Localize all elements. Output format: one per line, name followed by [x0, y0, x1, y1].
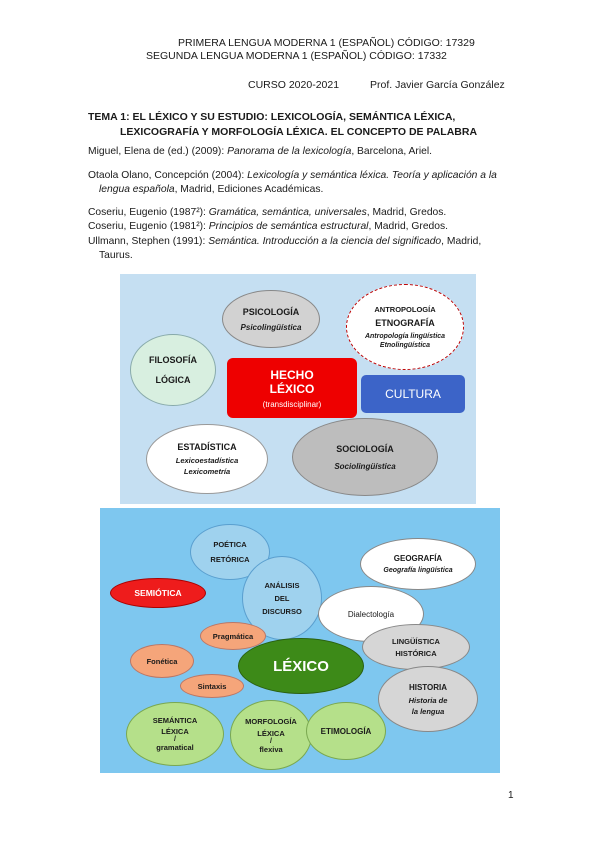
node-geografia: GEOGRAFÍA Geografía lingüística	[360, 538, 476, 590]
node-hecho-line-3: (transdisciplinar)	[262, 399, 322, 409]
node-psicologia-title: PSICOLOGÍA	[242, 306, 300, 317]
node-morfologia: MORFOLOGÍA LÉXICA / flexiva	[230, 700, 312, 770]
node-semantica-line-4: gramatical	[156, 743, 194, 752]
node-semiotica-label: SEMIÓTICA	[134, 588, 182, 598]
node-geografia-title: GEOGRAFÍA	[393, 554, 443, 563]
node-lexicoestadistica-sub: Lexicoestadística	[175, 456, 239, 465]
node-dialectologia-label: Dialectología	[347, 609, 395, 619]
node-lexico-label: LÉXICO	[273, 657, 329, 675]
node-cultura-label: CULTURA	[385, 387, 441, 401]
node-semantica-line-2: LÉXICA	[161, 727, 189, 736]
topic-title-line-1: TEMA 1: EL LÉXICO Y SU ESTUDIO: LEXICOLO…	[88, 111, 456, 123]
node-morfologia-line-4: flexiva	[259, 744, 283, 754]
reference-item: Ullmann, Stephen (1991): Semántica. Intr…	[88, 235, 482, 262]
node-filosofia-title: FILOSOFÍA	[149, 355, 197, 365]
node-etnolinguistica-sub: Etnolingüística	[379, 342, 431, 349]
node-cultura: CULTURA	[361, 375, 465, 413]
node-historia-sub-1: Historia de	[408, 695, 448, 705]
node-morfologia-line-1: MORFOLOGÍA	[245, 716, 297, 726]
node-linguistica-line-2: HISTÓRICA	[395, 648, 437, 658]
node-analisis-line-2: DEL	[274, 593, 290, 603]
reference-item: Coseriu, Eugenio (1981²): Principios de …	[88, 221, 449, 232]
node-sociologia: SOCIOLOGÍA Sociolingüística	[292, 418, 438, 496]
node-morfologia-line-3: /	[270, 737, 272, 745]
node-lexicometria-sub: Lexicometría	[183, 467, 231, 476]
node-poetica: POÉTICA	[213, 540, 247, 549]
topic-title: TEMA 1: EL LÉXICO Y SU ESTUDIO: LEXICOLO…	[88, 110, 509, 140]
node-etimologia-label: ETIMOLOGÍA	[320, 726, 372, 736]
node-semantica: SEMÁNTICA LÉXICA / gramatical	[126, 702, 224, 766]
node-morfologia-line-2: LÉXICA	[257, 728, 285, 738]
bibliography: Miguel, Elena de (ed.) (2009): Panorama …	[88, 145, 512, 264]
reference-item: Otaola Olano, Concepción (2004): Lexicol…	[88, 169, 497, 196]
node-hecho-line-1: HECHO	[270, 367, 314, 382]
node-hecho-lexico: HECHO LÉXICO (transdisciplinar)	[227, 358, 357, 418]
node-estadistica-title: ESTADÍSTICA	[177, 442, 237, 452]
diagram-hecho-lexico: PSICOLOGÍA Psicolingüística ANTROPOLOGÍA…	[120, 274, 476, 504]
node-sociolinguistica-sub: Sociolingüística	[334, 461, 396, 471]
page-number: 1	[508, 790, 514, 801]
node-semantica-line-3: /	[174, 736, 176, 743]
node-pragmatica-label: Pragmática	[212, 631, 254, 641]
node-sociologia-title: SOCIOLOGÍA	[336, 443, 394, 454]
reference-item: Miguel, Elena de (ed.) (2009): Panorama …	[88, 146, 433, 157]
node-lexico: LÉXICO	[238, 638, 364, 694]
node-psicologia: PSICOLOGÍA Psicolingüística	[222, 290, 320, 348]
node-historia-sub-2: la lengua	[411, 706, 445, 716]
header-line-2: SEGUNDA LENGUA MODERNA 1 (ESPAÑOL) CÓDIG…	[146, 50, 447, 62]
node-pragmatica: Pragmática	[200, 622, 266, 650]
node-etimologia: ETIMOLOGÍA	[306, 702, 386, 760]
professor-name: Prof. Javier García González	[370, 79, 505, 91]
node-fonetica-label: Fonética	[146, 656, 178, 666]
node-historia: HISTORIA Historia de la lengua	[378, 666, 478, 732]
node-filosofia: FILOSOFÍA LÓGICA	[130, 334, 216, 406]
node-linguistica-line-1: LINGÜÍSTICA	[392, 636, 440, 646]
node-fonetica: Fonética	[130, 644, 194, 678]
node-poetica-retorica: POÉTICA RETÓRICA	[190, 524, 270, 580]
node-historia-title: HISTORIA	[408, 682, 448, 692]
node-antropologia-sub: Antropología lingüística	[364, 333, 446, 340]
node-analisis-line-1: ANÁLISIS	[264, 580, 300, 590]
node-semiotica: SEMIÓTICA	[110, 578, 206, 608]
node-estadistica: ESTADÍSTICA Lexicoestadística Lexicometr…	[146, 424, 268, 494]
node-antropologia: ANTROPOLOGÍA ETNOGRAFÍA Antropología lin…	[346, 284, 464, 370]
node-geografia-sub: Geografía lingüística	[383, 567, 453, 574]
diagram-lexico-disciplinas: POÉTICA RETÓRICA GEOGRAFÍA Geografía lin…	[100, 508, 500, 773]
node-antropologia-title: ANTROPOLOGÍA	[374, 305, 436, 314]
node-retorica: RETÓRICA	[210, 555, 250, 564]
node-sintaxis-label: Sintaxis	[197, 681, 227, 691]
node-logica-title: LÓGICA	[155, 375, 191, 385]
topic-title-line-2: LEXICOGRAFÍA Y MORFOLOGÍA LÉXICA. EL CON…	[120, 126, 478, 138]
node-semantica-line-1: SEMÁNTICA	[152, 716, 198, 725]
node-sintaxis: Sintaxis	[180, 674, 244, 698]
node-psicologia-sub: Psicolingüística	[240, 322, 302, 332]
node-etnografia-title: ETNOGRAFÍA	[375, 318, 435, 328]
header-line-1: PRIMERA LENGUA MODERNA 1 (ESPAÑOL) CÓDIG…	[178, 37, 475, 49]
reference-item: Coseriu, Eugenio (1987²): Gramática, sem…	[88, 206, 447, 218]
node-hecho-line-2: LÉXICO	[269, 381, 315, 396]
node-linguistica-historica: LINGÜÍSTICA HISTÓRICA	[362, 624, 470, 670]
node-analisis-line-3: DISCURSO	[262, 606, 302, 616]
course-label: CURSO 2020-2021	[248, 79, 340, 91]
